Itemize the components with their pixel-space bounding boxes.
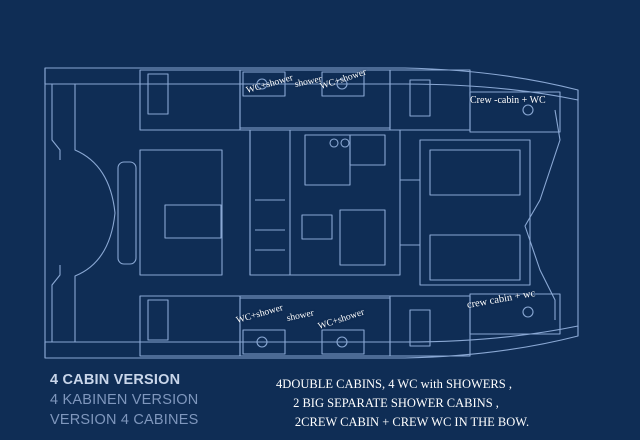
bottom-wc-1 (242, 329, 286, 355)
legend-line-1: 4 CABIN VERSION (50, 372, 181, 388)
description-line-3: 2CREW CABIN + CREW WC IN THE BOW. (294, 415, 530, 429)
saloon-table (301, 214, 333, 240)
saloon-galley (249, 129, 291, 276)
bottom-cabin-aft (139, 295, 241, 357)
top-bed-aft (147, 73, 169, 115)
fwd-cushion-top (429, 149, 521, 196)
top-cabin-aft (139, 69, 241, 131)
stern-cockpit (139, 149, 223, 276)
legend-line-2: 4 KABINEN VERSION (50, 392, 199, 408)
nav-station (304, 134, 351, 186)
top-wc-2 (321, 71, 365, 97)
bottom-wc-2 (321, 329, 365, 355)
crew-cabin-bottom (469, 293, 561, 335)
fwd-cushion-bottom (429, 234, 521, 281)
starboard-hull-inner (74, 84, 116, 342)
top-wc-1 (242, 71, 286, 97)
saloon (249, 129, 401, 276)
saloon-bench (339, 209, 386, 266)
description-line-2: 2 BIG SEPARATE SHOWER CABINS , (293, 396, 499, 410)
bottom-bed-fwd (409, 309, 431, 347)
stern-steps-bottom (51, 265, 61, 342)
galley-counter (349, 134, 386, 166)
crew-cabin-top (469, 91, 561, 133)
stern-seat (117, 161, 137, 265)
top-bed-fwd (409, 79, 431, 117)
description-line-1: 4DOUBLE CABINS, 4 WC with SHOWERS , (276, 377, 512, 391)
stern-steps-top (51, 84, 61, 160)
bottom-hull-outline (44, 325, 579, 359)
bottom-bed-aft (147, 299, 169, 341)
bow-inner (524, 109, 561, 320)
cockpit-table (164, 204, 222, 239)
label-crew-cabin-top: Crew -cabin + WC (470, 95, 546, 106)
legend-line-3: VERSION 4 CABINES (50, 412, 199, 428)
fwd-cockpit (419, 139, 531, 286)
